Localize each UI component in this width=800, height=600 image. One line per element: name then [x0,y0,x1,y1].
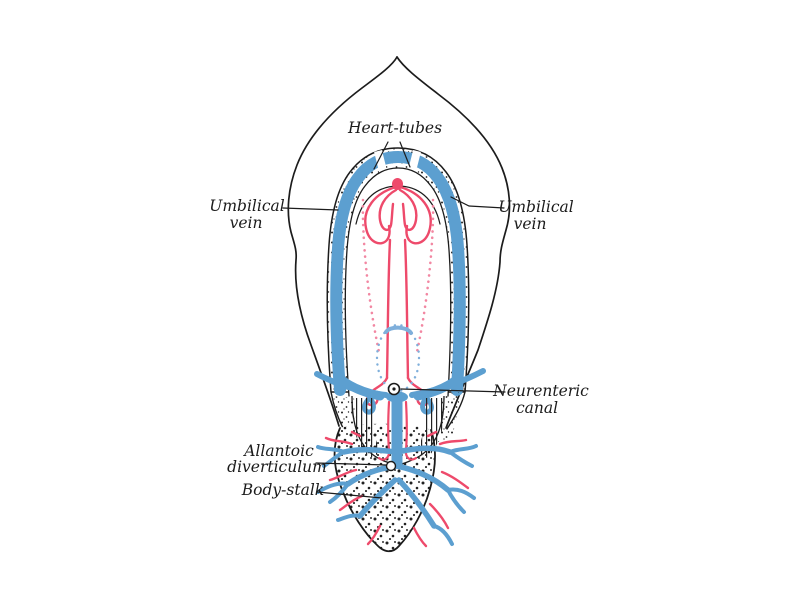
body-stalk-arteries [324,430,470,548]
vein-band-notches [374,150,421,180]
leader-umbilical-vein-left [282,207,339,211]
leader-allantoic-diverticulum [315,462,387,466]
umbilical-vein-band [330,150,466,396]
label-allantoic-diverticulum-2: diverticulum [227,458,327,476]
leader-heart-tubes-right [399,141,411,168]
label-umbilical-vein-right-1: Umbilical [498,198,573,216]
label-allantoic-diverticulum-1: Allantoic [242,442,314,460]
heart-bulb [392,178,403,190]
amnion-outline [287,56,511,429]
dorsal-aorta-right [403,238,410,380]
embryo-body-interior [345,168,451,398]
allantoic-diverticulum-opening [385,460,397,472]
label-neurenteric-canal-2: canal [516,399,558,417]
leader-umbilical-vein-right [450,196,505,209]
label-umbilical-vein-right-2: vein [514,215,547,233]
label-body-stalk: Body-stalk [241,481,324,499]
label-heart-tubes: Heart-tubes [347,119,442,137]
neurenteric-canal-dot [392,387,396,391]
leader-heart-tubes-left [373,141,389,170]
body-stalk-veins [316,396,478,546]
label-umbilical-vein-left-1: Umbilical [209,197,284,215]
dotted-vein-oval [375,323,421,393]
label-umbilical-vein-left-2: vein [230,214,263,232]
leader-neurenteric-canal [400,388,506,393]
leader-body-stalk [316,491,383,499]
dorsal-aorta-left [385,238,392,380]
embryo-inner-outline [344,167,452,397]
label-neurenteric-canal-1: Neurenteric [492,382,589,400]
